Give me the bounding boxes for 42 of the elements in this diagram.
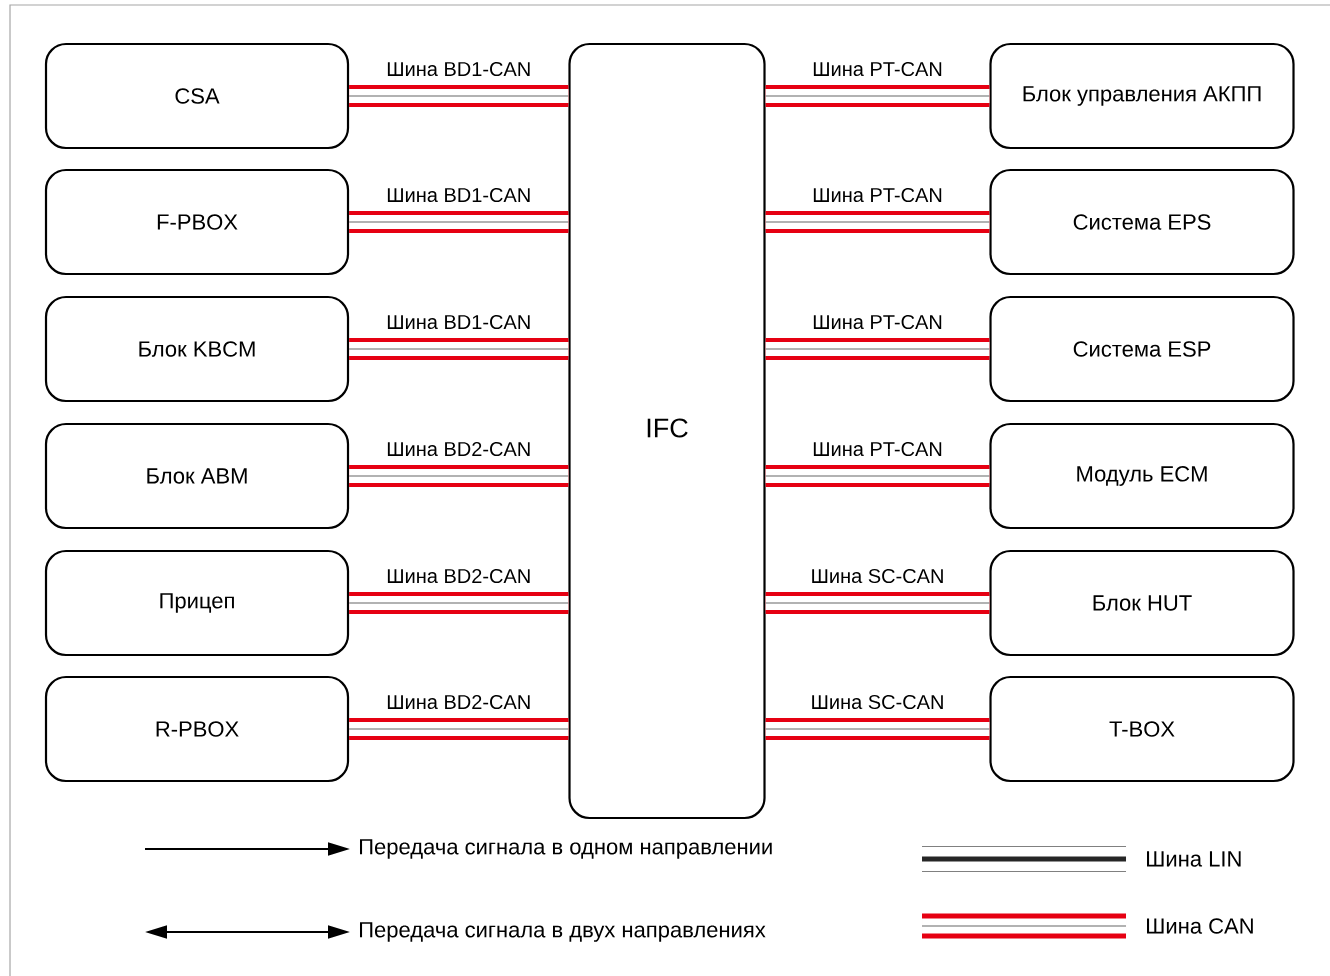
bus-line	[348, 211, 569, 233]
edge-label: Шина SC-CAN	[812, 568, 943, 584]
unit-box: R-PBOX	[44, 675, 350, 783]
legend-label: Передача сигнала в одном направлении	[360, 839, 772, 859]
unit-box: Блок HUT	[989, 549, 1295, 657]
bus-line	[348, 718, 569, 740]
unit-box: Блок ABM	[44, 422, 350, 530]
edge-label: Шина BD1-CAN	[387, 314, 530, 330]
bus-line	[348, 338, 569, 360]
edge-label: Шина BD2-CAN	[387, 568, 530, 584]
unit-box: F-PBOX	[44, 168, 350, 276]
bus-line	[765, 592, 990, 614]
unit-box: CSA	[44, 42, 350, 150]
unit-box: Система EPS	[989, 168, 1295, 276]
edge-label: Шина PT-CAN	[813, 441, 942, 457]
bus-line	[765, 211, 990, 233]
edge-label: Шина BD2-CAN	[387, 441, 530, 457]
edge-label: Шина BD2-CAN	[387, 694, 530, 710]
bus-line	[348, 85, 569, 107]
edge-label: Шина BD1-CAN	[387, 187, 530, 203]
bus-line	[765, 718, 990, 740]
edge-label: Шина PT-CAN	[813, 187, 942, 203]
legend-label: Шина CAN	[1147, 918, 1253, 934]
bus-line	[765, 338, 990, 360]
edge-label: Шина BD1-CAN	[387, 61, 530, 77]
bus-line	[765, 465, 990, 487]
bus-line	[765, 85, 990, 107]
bus-line	[348, 465, 569, 487]
unit-box: T-BOX	[989, 675, 1295, 783]
unit-box: Модуль ECM	[989, 422, 1295, 530]
box-label: IFC	[647, 418, 688, 438]
unit-box: Блок KBCM	[44, 295, 350, 403]
legend-label: Шина LIN	[1147, 851, 1241, 867]
bus-line	[348, 592, 569, 614]
unit-box: Прицеп	[44, 549, 350, 657]
edge-label: Шина PT-CAN	[813, 61, 942, 77]
edge-label: Шина PT-CAN	[813, 314, 942, 330]
legend-label: Передача сигнала в двух направлениях	[360, 922, 766, 942]
unit-box: Система ESP	[989, 295, 1295, 403]
edge-label: Шина SC-CAN	[812, 694, 943, 710]
unit-box: Блок управления АКПП	[989, 42, 1295, 150]
unit-box	[568, 42, 766, 820]
